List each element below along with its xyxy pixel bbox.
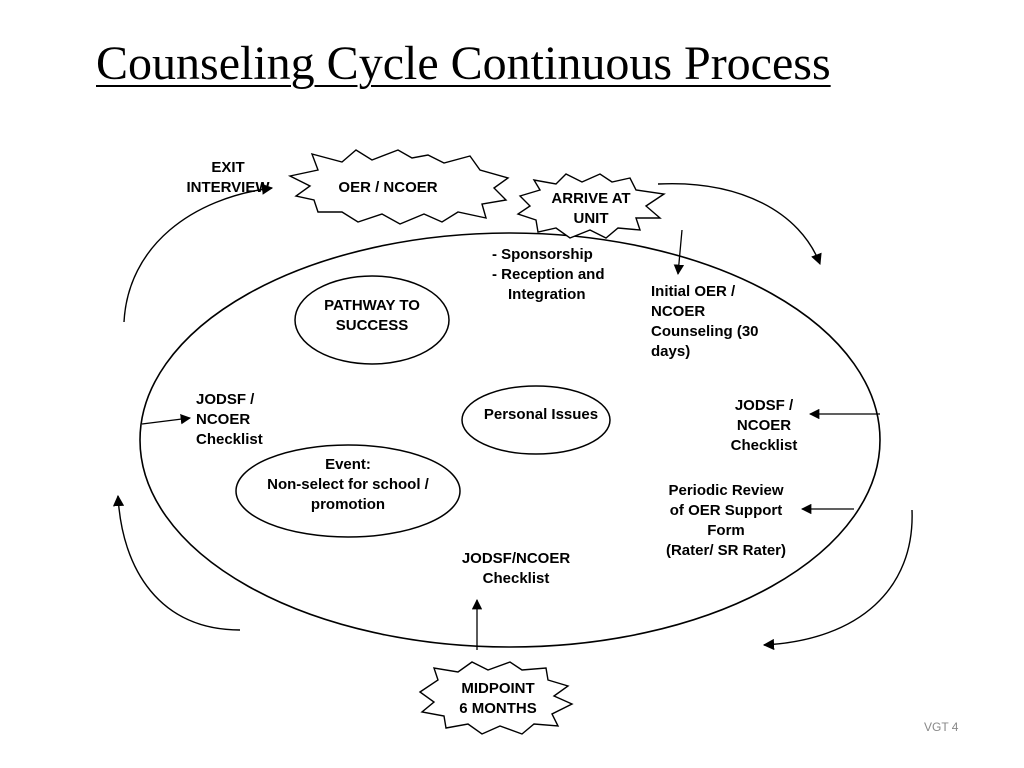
arc-arrow-bottom-left (112, 494, 241, 631)
initial-counseling-label: Initial OER / NCOER Counseling (30 days) (651, 282, 759, 362)
label-line: of OER Support (669, 502, 783, 519)
event-ellipse (235, 444, 461, 538)
oer-ncoer-starburst (287, 149, 510, 225)
jodsf-right-label: JODSF / NCOER Checklist (718, 396, 810, 456)
arrow-to-initial-counseling (673, 229, 685, 276)
label-line: Periodic Review (668, 482, 784, 499)
midpoint-starburst (418, 661, 574, 735)
label-line: Checklist (482, 570, 550, 587)
label-line: MIDPOINT (461, 680, 535, 697)
label-line: NCOER (651, 303, 706, 320)
list-item: - Sponsorship (492, 246, 593, 263)
label-line: promotion (310, 496, 386, 513)
cycle-ellipse (139, 232, 881, 648)
label-line: Form (707, 522, 745, 539)
list-item: - Reception and (492, 266, 605, 283)
jodsf-left-label: JODSF / NCOER Checklist (196, 390, 263, 450)
arc-arrow-top-right (657, 182, 822, 266)
exit-interview-label: EXIT INTERVIEW (176, 158, 280, 198)
pathway-to-success-label: PATHWAY TO SUCCESS (304, 296, 440, 336)
label-line: JODSF / (196, 391, 255, 408)
arrow-to-jodsf-left (141, 414, 192, 425)
label-line: Non-select for school / (267, 476, 429, 493)
oer-ncoer-label: OER / NCOER (338, 179, 438, 196)
periodic-review-label: Periodic Review of OER Support Form (Rat… (646, 481, 806, 561)
page-title: Counseling Cycle Continuous Process (96, 37, 831, 90)
label-line: (Rater/ SR Rater) (665, 542, 787, 559)
arc-arrow-top-left (123, 183, 274, 323)
label-line: JODSF/NCOER (461, 550, 571, 567)
label-line: Checklist (196, 431, 263, 448)
label-line: Initial OER / (651, 283, 736, 300)
pathway-ellipse (294, 275, 450, 365)
label-line: Event: (325, 456, 371, 473)
label-line: Counseling (30 (651, 323, 759, 340)
arrive-starburst (516, 173, 666, 239)
arc-arrow-bottom-right (762, 509, 913, 651)
label-line: EXIT (211, 159, 245, 176)
label-line: Checklist (730, 437, 798, 454)
slide-footer: VGT 4 (924, 720, 959, 734)
label-line: PATHWAY TO (324, 297, 420, 314)
label-line: NCOER (736, 417, 792, 434)
label-line: INTERVIEW (186, 179, 270, 196)
midpoint-label: MIDPOINT 6 MONTHS (438, 679, 558, 719)
sponsorship-list: - Sponsorship - Reception and Integratio… (492, 245, 605, 305)
list-item: Integration (508, 286, 586, 303)
arrive-at-unit-label: ARRIVE AT UNIT (536, 189, 646, 229)
label-line: JODSF / (734, 397, 794, 414)
label-line: days) (651, 343, 691, 360)
label-line: ARRIVE AT (551, 190, 631, 207)
personal-issues-ellipse (461, 385, 611, 455)
label-line: UNIT (573, 210, 609, 227)
personal-issues-label: Personal Issues (483, 406, 599, 423)
label-line: SUCCESS (335, 317, 409, 334)
event-label: Event: Non-select for school / promotion (234, 455, 462, 515)
jodsf-bottom-label: JODSF/NCOER Checklist (446, 549, 586, 589)
label-line: 6 MONTHS (459, 700, 537, 717)
label-line: NCOER (196, 411, 251, 428)
